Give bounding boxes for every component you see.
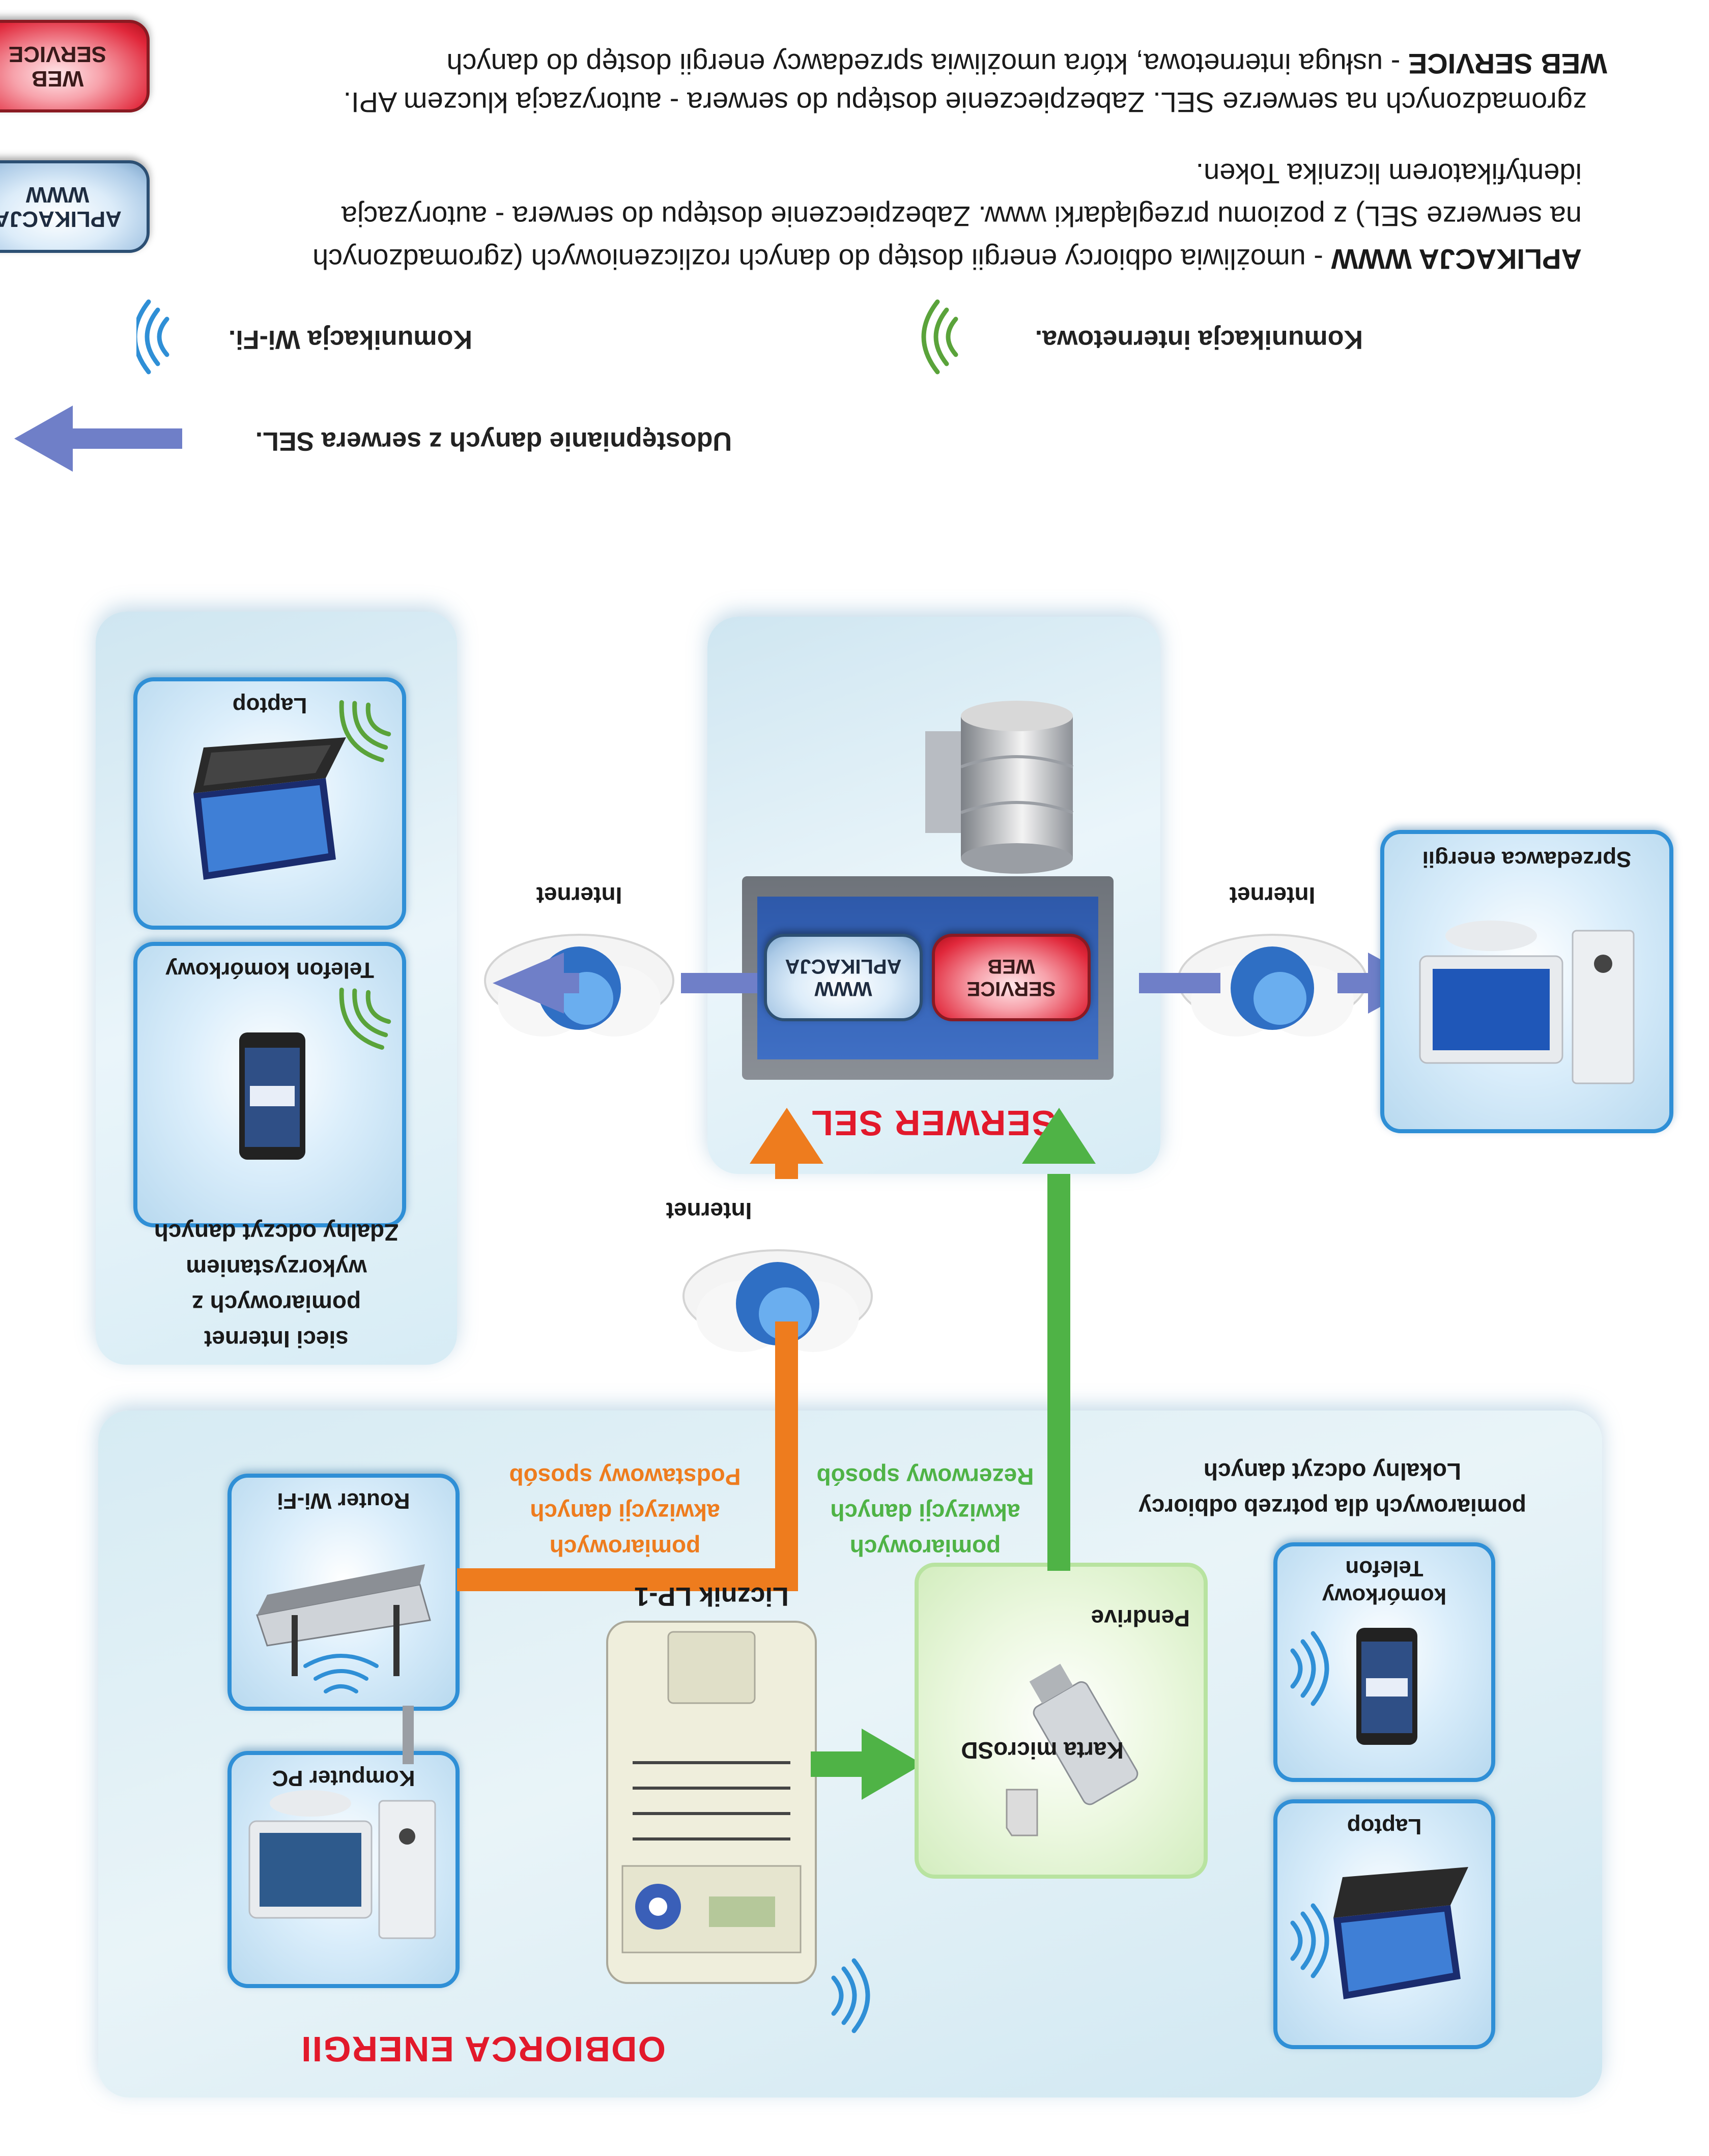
legend-internet-text: Komunikacja internetowa.	[1035, 325, 1363, 354]
wifi-signal-icon	[1290, 1631, 1329, 1706]
wifi-signal-icon	[339, 987, 391, 1050]
legend-aplikacja-badge: APLIKACJA WWW	[0, 160, 150, 253]
local-laptop-card[interactable]: Laptop	[1273, 1799, 1495, 2049]
customer-pc-card[interactable]: Komputer PC	[227, 1751, 460, 1988]
caption-line: akwizycji danych	[530, 1499, 720, 1526]
customer-title: ODBIORCA ENERGII	[300, 2029, 666, 2069]
meter-to-storage-arrow	[811, 1729, 923, 1800]
server-web-service-badge[interactable]: SERVICE WEB	[932, 934, 1091, 1021]
wifi-signal-icon	[831, 1958, 870, 2033]
legend-web-service-text: WEB SERVICE - usługa internetowa, która …	[172, 42, 1608, 85]
primary-method-caption: pomiarowych akwizycji danych Podstawowy …	[482, 1459, 767, 1566]
pendrive-icon	[1029, 1663, 1138, 1805]
microsd-label: Karta microSD	[961, 1737, 1124, 1764]
internet-label: Internet	[666, 1198, 752, 1224]
legend-aplikacja-text: APLIKACJA WWW - umożliwia odbiorcy energ…	[147, 152, 1582, 280]
legend-aplikacja-line3: identyfikatorem licznika Token.	[1195, 158, 1582, 190]
internet-legend-icon	[921, 299, 958, 375]
label-line: Telefon	[1345, 1556, 1423, 1581]
legend-web-service-badge: WEB SERVICE	[0, 20, 150, 112]
cloud-globe-icon	[682, 1249, 873, 1352]
caption-line: Rezerwowy sposób	[816, 1463, 1034, 1490]
badge-line: WWW	[25, 182, 90, 207]
caption-line: Zdalny odczyt danych	[154, 1219, 399, 1246]
desktop-pc-icon	[1419, 921, 1635, 1084]
local-read-caption: pomiarowych dla potrzeb odbiorcy Lokalny…	[1088, 1454, 1577, 1525]
caption-line: Podstawowy sposób	[509, 1463, 741, 1490]
router-label: Router Wi-Fi	[277, 1488, 410, 1513]
caption-line: pomiarowych	[849, 1535, 1001, 1561]
internet-label: Internet	[1229, 882, 1316, 909]
legend-aplikacja-line2: na serwerze SEL) z poziomu przeglądarki …	[341, 200, 1582, 233]
seller-label: Sprzedawca energii	[1422, 847, 1632, 872]
caption-line: pomiarowych dla potrzeb odbiorcy	[1138, 1494, 1526, 1520]
legend-web-service-title: WEB SERVICE	[1408, 48, 1607, 80]
router-icon	[256, 1564, 431, 1676]
router-pc-cable	[403, 1706, 414, 1764]
local-laptop-label: Laptop	[1347, 1814, 1422, 1839]
share-arrow-to-remote	[493, 953, 757, 1014]
caption-line: pomiarowych	[549, 1535, 701, 1561]
wifi-signal-icon	[1290, 1903, 1329, 1978]
router-card[interactable]: Router Wi-Fi	[227, 1474, 460, 1711]
remote-phone-card[interactable]: Telefon komórkowy	[133, 942, 406, 1227]
meter-label: Licznik LP-1	[634, 1582, 789, 1611]
badge-line: WEB	[987, 955, 1035, 978]
legend-aplikacja-line1: - umożliwia odbiorcy energii dostęp do d…	[312, 243, 1331, 275]
wifi-signal-icon	[303, 1654, 379, 1693]
local-phone-card[interactable]: komórkowy Telefon	[1273, 1542, 1495, 1782]
sharing-arrow-legend-icon	[14, 406, 182, 472]
laptop-icon	[193, 737, 346, 880]
caption-line: sieci Internet	[204, 1326, 349, 1353]
legend-wifi-text: Komunikacja Wi-Fi.	[228, 325, 472, 354]
desktop-pc-icon	[248, 1790, 436, 1939]
legend-web-service-line1: - usługa internetowa, która umożliwia sp…	[446, 48, 1408, 80]
phone-icon	[1356, 1628, 1417, 1745]
caption-line: akwizycji danych	[830, 1499, 1020, 1526]
backup-acquisition-line	[1047, 1174, 1070, 1571]
wifi-signal-icon	[339, 700, 391, 762]
legend-sharing-text: Udostępnianie danych z serwera SEL.	[255, 426, 732, 456]
badge-line: APLIKACJA	[785, 955, 902, 978]
laptop-icon	[1333, 1867, 1468, 1999]
internet-label: Internet	[536, 882, 622, 909]
database-icon	[925, 701, 1074, 874]
caption-line: Lokalny odczyt danych	[1203, 1458, 1462, 1485]
remote-caption: sieci Internet pomiarowych z wykorzystan…	[106, 1215, 447, 1357]
wifi-legend-icon	[136, 299, 169, 375]
caption-line: pomiarowych z wykorzystaniem	[186, 1255, 367, 1317]
badge-line: WWW	[814, 978, 872, 1000]
backup-acquisition-arrowhead	[1022, 1108, 1096, 1164]
remote-laptop-card[interactable]: Laptop	[133, 677, 406, 930]
server-aplikacja-badge[interactable]: WWW APLIKACJA	[764, 934, 923, 1021]
label-line: komórkowy	[1322, 1584, 1447, 1608]
local-phone-label: komórkowy Telefon	[1277, 1555, 1491, 1609]
energy-meter-icon	[606, 1621, 817, 1984]
legend-aplikacja-title: APLIKACJA WWW	[1331, 243, 1582, 275]
backup-method-caption: pomiarowych akwizycji danych Rezerwowy s…	[803, 1459, 1047, 1566]
seller-card[interactable]: Sprzedawca energii	[1380, 830, 1673, 1133]
legend-web-service-line2: zgromadzonych na serwerze SEL. Zabezpiec…	[343, 87, 1587, 119]
badge-line: APLIKACJA	[0, 207, 122, 232]
badge-line: WEB	[31, 66, 84, 92]
microsd-icon	[1006, 1789, 1038, 1836]
primary-acquisition-arrowhead	[750, 1108, 823, 1179]
badge-line: SERVICE	[8, 42, 107, 67]
legend-web-service-text2: zgromadzonych na serwerze SEL. Zabezpiec…	[152, 81, 1587, 124]
primary-acquisition-line-v	[775, 1321, 798, 1571]
badge-line: SERVICE	[966, 978, 1056, 1000]
phone-icon	[239, 1032, 305, 1160]
pendrive-label: Pendrive	[1091, 1605, 1190, 1631]
